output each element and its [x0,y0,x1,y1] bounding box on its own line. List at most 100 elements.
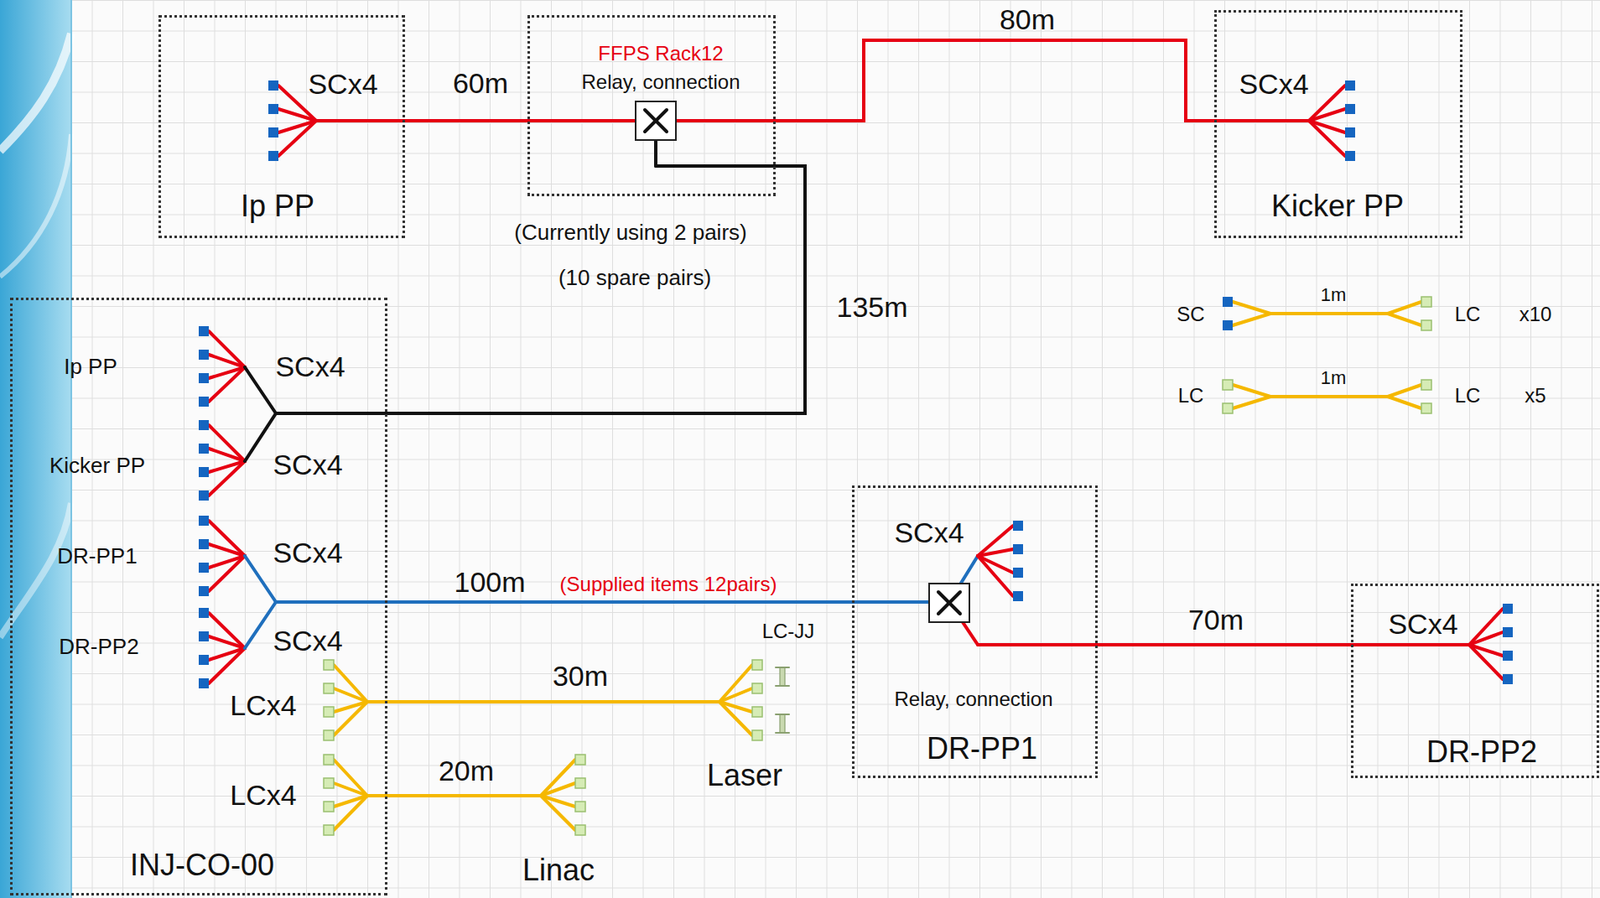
lc-connector [323,754,334,765]
cable-line [208,461,245,496]
region-title: Kicker PP [1271,189,1404,224]
sc-connector [1345,80,1356,91]
sc-connector [198,654,209,665]
diagram-label: LC-JJ [762,620,816,643]
cable-line [938,592,961,614]
sc-connector [1012,520,1024,531]
lc-connector [575,778,586,789]
lc-connector [1421,320,1432,331]
cable-line [1232,384,1271,397]
cable-line [1309,120,1346,156]
sc-connector [198,490,209,501]
cable-line [1270,394,1388,399]
sc-connector [1502,603,1513,614]
cable-line [540,759,576,796]
lc-connector [323,683,334,694]
cable-line [977,555,1013,597]
lc-connector [323,801,334,812]
cable-line [719,664,753,702]
cable-line [675,119,776,123]
band-swirl [0,33,72,151]
diagram-label: (Currently using 2 pairs) [514,220,747,245]
sc-connector [1502,627,1513,638]
diagram-label: SCx4 [272,537,343,569]
region-box: INJ-CO-00 [10,297,388,896]
cable-line [208,367,245,402]
cable-line [333,701,368,736]
lc-connector [1421,296,1432,307]
lc-connector [752,659,763,671]
cable-line [278,109,317,121]
diagram-label: SCx4 [1387,608,1458,640]
cable-line [333,759,368,796]
cable-connector [387,166,806,414]
cable-line [1387,313,1422,326]
diagram-label: LC [1178,384,1205,407]
cable-line [1232,301,1271,314]
cable-line [244,367,276,414]
cable-line [208,555,245,592]
cable-length: 135m [836,291,908,323]
cable-line [278,120,317,156]
diagram-label: LC [1454,303,1481,326]
cable-line [208,520,245,556]
cable-line [977,643,1098,647]
cable-line [208,648,245,684]
band-edge [70,0,73,898]
diagram-label: (Supplied items 12pairs) [560,573,778,596]
cable-line [275,411,388,416]
diagram-label: LC [1454,384,1481,407]
sc-connector [198,349,209,360]
cable-line [719,688,753,702]
cable-line [1387,301,1422,314]
sc-connector [1345,127,1356,138]
lc-connector [323,825,334,836]
cable-length: 70m [1188,604,1244,636]
sc-connector [198,586,209,597]
cable-line [977,525,1013,556]
diagram-label: Ip PP [63,354,118,380]
diagram-label: 1m [1320,285,1347,306]
lc-connector [575,801,586,812]
lc-connector [575,825,586,836]
diagram-label: LCx4 [229,779,297,811]
cable-line [244,555,276,603]
cable-connector [775,40,1215,121]
cable-line [1232,396,1271,409]
jj-coupler [779,714,785,733]
sc-connector [1012,544,1024,555]
cable-line [775,666,790,669]
cable-line [333,664,368,702]
diagram-label: x10 [1519,303,1553,326]
diagram-label: SCx4 [272,625,343,657]
cable-line [367,700,720,704]
cable-line [775,685,790,687]
cable-line [208,331,245,368]
sc-connector [198,607,209,619]
sc-connector [198,515,209,526]
relay-box [929,583,970,623]
lc-connector [752,706,763,717]
band-swirl [0,134,72,277]
cable-length: 60m [452,67,509,99]
relay-box [635,101,676,141]
cable-line [540,783,576,796]
cable-length: 100m [453,566,525,598]
diagram-label: SCx4 [272,449,343,481]
diagram-label: DR-PP2 [58,634,139,660]
jj-coupler [779,667,785,686]
diagram-label: SCx4 [275,351,345,383]
region-box: Ip PP [158,15,406,239]
cable-line [527,119,636,123]
sc-connector [1012,567,1024,578]
cable-line [540,795,576,831]
lc-connector [323,730,334,741]
sc-connector [198,539,209,550]
lc-connector [1222,379,1233,390]
region-box: DR-PP2 [1350,583,1600,779]
lc-connector [1421,379,1432,390]
cable-line [275,600,388,604]
